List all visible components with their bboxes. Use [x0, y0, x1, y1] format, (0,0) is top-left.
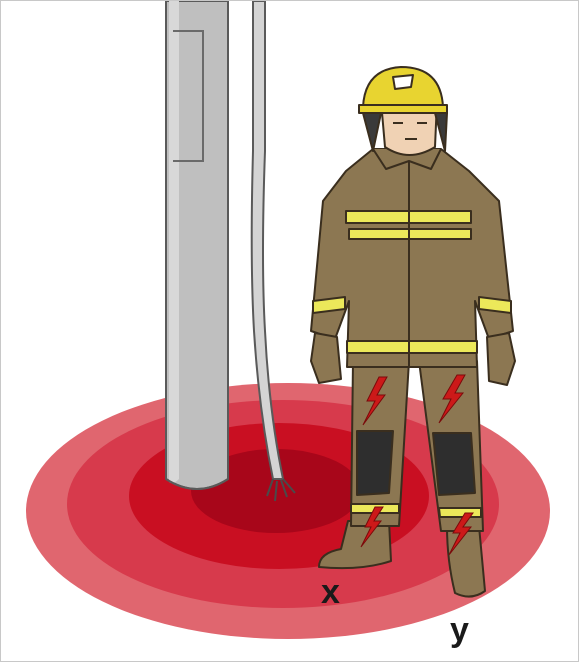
right-glove — [487, 333, 515, 385]
right-boot — [447, 526, 485, 597]
foot-y-label: y — [450, 613, 469, 647]
jacket — [311, 149, 513, 367]
foot-x-label: x — [321, 575, 340, 609]
utility-pole — [166, 1, 228, 489]
left-glove — [311, 333, 341, 383]
